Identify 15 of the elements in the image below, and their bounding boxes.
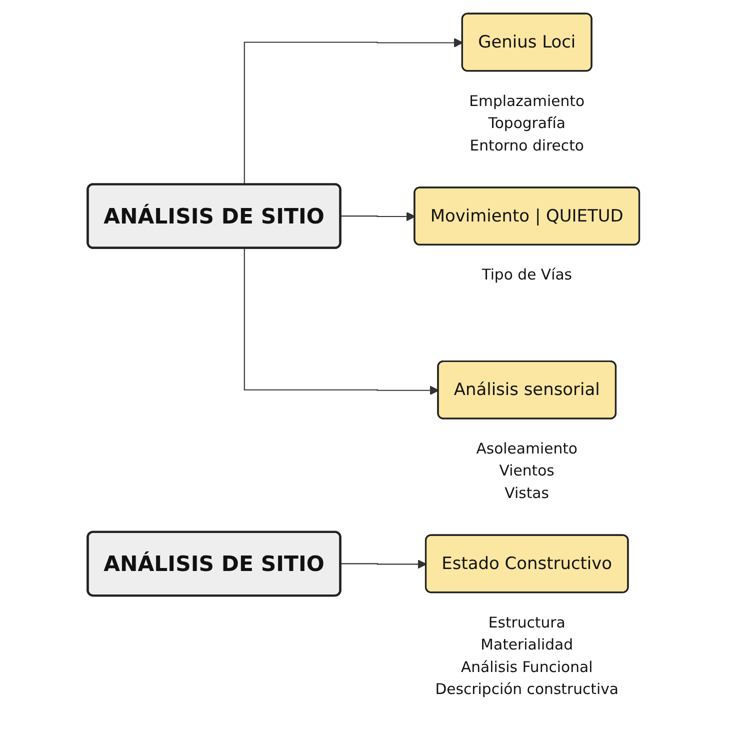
arrow bbox=[340, 212, 416, 222]
node-label: Vientos bbox=[499, 463, 554, 480]
node-label: Análisis Funcional bbox=[461, 659, 593, 676]
arrow bbox=[244, 248, 439, 396]
node-label: Materialidad bbox=[480, 636, 574, 654]
arrow bbox=[244, 38, 464, 185]
node-label: Tipo de Vías bbox=[482, 266, 572, 284]
node-label: Vistas bbox=[504, 485, 550, 502]
node-label: Asoleamiento bbox=[476, 440, 578, 458]
node-label: Entorno directo bbox=[470, 138, 584, 155]
node-label: Emplazamiento bbox=[469, 93, 585, 110]
node-label: Topografía bbox=[488, 115, 566, 132]
node-label: Estructura bbox=[488, 614, 566, 632]
node-label: Descripción constructiva bbox=[435, 681, 618, 698]
arrow bbox=[340, 560, 427, 569]
